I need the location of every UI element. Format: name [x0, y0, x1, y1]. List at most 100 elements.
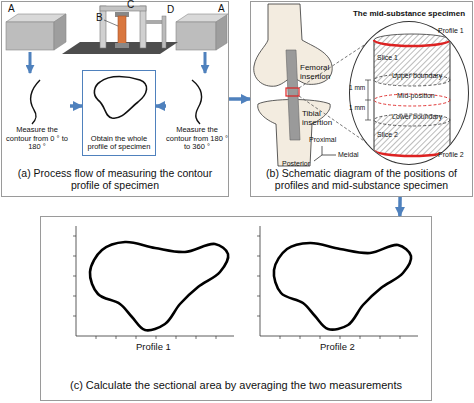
leader-line — [104, 20, 118, 26]
axis-tick — [73, 296, 76, 297]
specimen-marker — [286, 88, 299, 96]
panel-box: (c) Calculate the sectional area by aver… — [40, 216, 432, 401]
clamp — [115, 43, 129, 48]
base-plate — [62, 42, 178, 54]
dimension-tick — [365, 120, 371, 121]
apparatus — [6, 6, 228, 73]
flow-arrow — [204, 52, 207, 73]
axis-tick — [400, 336, 401, 339]
cylinder-side — [374, 40, 375, 150]
axis-tick — [257, 236, 260, 237]
sensor-arm — [146, 20, 164, 24]
axis-tick — [156, 336, 157, 339]
half-profile — [31, 80, 40, 124]
dimension-tick — [365, 100, 371, 101]
part-label: Profile 1 — [136, 342, 171, 352]
profile-line — [374, 40, 450, 46]
flow-arrow — [398, 197, 402, 216]
axis-tick — [340, 336, 341, 339]
part-label: D — [167, 4, 174, 15]
block-side — [54, 14, 66, 50]
plot-axes — [260, 226, 418, 336]
block-side — [216, 15, 227, 50]
part-label: C — [127, 0, 134, 10]
caption-text: (a) Process flow of measuring the contou… — [10, 167, 220, 191]
flow-arrow — [70, 104, 82, 108]
caption-text: Measure the contour from 180 ° to 360 ° — [166, 126, 228, 152]
specimen — [118, 16, 126, 44]
profile-curve — [90, 242, 228, 330]
heading-text: The mid-substance specimen — [353, 9, 465, 18]
axis-tick — [73, 236, 76, 237]
axis-tick — [257, 296, 260, 297]
axis-tick — [116, 336, 117, 339]
flow-arrow — [156, 104, 166, 108]
part-label: Posterior — [282, 160, 310, 168]
axis-tick — [73, 276, 76, 277]
panel-box: (a) Process flow of measuring the contou… — [1, 1, 229, 197]
axis-tick — [300, 336, 301, 339]
cylinder-top — [374, 34, 450, 46]
axis-tick — [196, 336, 197, 339]
compass-axis — [322, 155, 336, 156]
step-box: Obtain the whole profile of specimen — [82, 70, 156, 156]
part-label: Proximal — [309, 136, 336, 144]
part-label: Lower boundary — [392, 113, 442, 121]
block-front — [176, 22, 216, 50]
part-label: Profile 1 — [438, 27, 464, 35]
part-label: 1 mm — [349, 84, 365, 91]
compass-axis — [314, 155, 322, 161]
axis-tick — [216, 336, 217, 339]
caption-text: (c) Calculate the sectional area by aver… — [70, 379, 402, 392]
slice-hatch — [374, 114, 450, 156]
part-label: Profile 2 — [320, 342, 355, 352]
zoom-fill — [349, 21, 469, 165]
mini-profiles — [31, 77, 202, 125]
part-label: A — [8, 3, 15, 14]
axis-tick — [73, 256, 76, 257]
compass-axis — [322, 146, 323, 155]
dimension-tick — [365, 80, 371, 81]
part-label: Slice 2 — [377, 131, 398, 139]
axis-tick — [136, 336, 137, 339]
profile-curve — [274, 243, 411, 330]
sensor-post — [162, 16, 166, 48]
axis-tick — [257, 276, 260, 277]
axis-tick — [280, 336, 281, 339]
whole-profile — [94, 77, 146, 119]
part-label: A — [218, 3, 225, 14]
ligament — [286, 50, 300, 140]
slice-hatch — [374, 34, 450, 86]
axis-tick — [73, 316, 76, 317]
plots — [73, 226, 418, 339]
block-front — [6, 22, 54, 50]
part-label: Tibial insertion — [302, 110, 342, 128]
part-label: Mid-position — [397, 92, 435, 100]
half-profile — [192, 80, 201, 124]
flow-arrow — [229, 97, 250, 101]
caption-text: Measure the contour from 0 ° to 180 ° — [4, 126, 70, 152]
boundary-line — [374, 114, 450, 126]
part-label: B — [96, 12, 103, 23]
part-label: Upper boundary — [392, 72, 442, 80]
axis-tick — [96, 336, 97, 339]
step-box: Measure the contour from 180 ° to 360 ° — [166, 74, 228, 154]
cylinder-side — [450, 40, 451, 150]
axis-tick — [380, 336, 381, 339]
frame-column — [140, 6, 146, 48]
axis-tick — [360, 336, 361, 339]
axis-tick — [257, 316, 260, 317]
plot-axes — [76, 226, 234, 336]
part-label: Meidal — [338, 151, 359, 159]
axis-tick — [257, 256, 260, 257]
axis-tick — [176, 336, 177, 339]
part-label: 1 mm — [349, 104, 365, 111]
step-box: Measure the contour from 0 ° to 180 ° — [4, 74, 70, 154]
part-label: Profile 2 — [438, 151, 464, 159]
frame-bar — [100, 6, 146, 11]
axis-tick — [320, 336, 321, 339]
